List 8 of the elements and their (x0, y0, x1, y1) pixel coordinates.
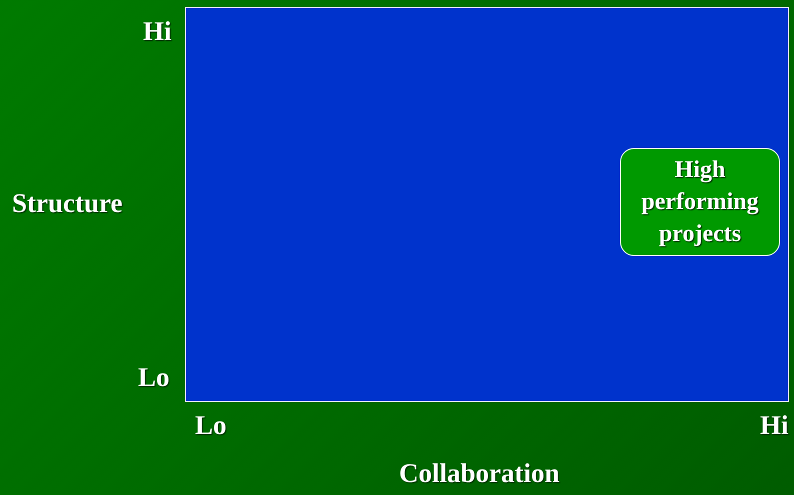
axis-title: Structure (12, 188, 122, 219)
axis-tick-label: Lo (195, 410, 227, 441)
plot-area (185, 7, 789, 402)
quadrant-box: High performing projects (620, 148, 780, 256)
axis-tick-label: Hi (143, 16, 172, 47)
axis-title: Collaboration (399, 458, 560, 489)
axis-tick-label: Hi (760, 410, 789, 441)
axis-tick-label: Lo (138, 362, 170, 393)
